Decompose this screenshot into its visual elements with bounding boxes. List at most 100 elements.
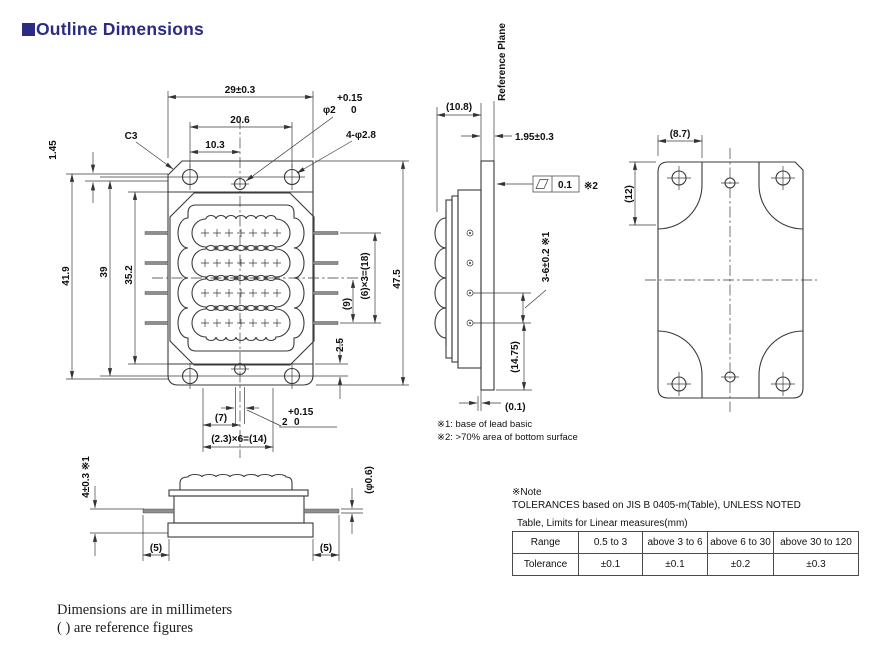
side-view: Reference Plane (10.8) 1.95±0.3 0.1 ※2 — [434, 23, 598, 413]
bottom-view: 4±0.3 ※1 (5) (5) (φ0.6) — [81, 456, 375, 561]
bottom-dome — [179, 473, 293, 491]
bottom-lead-right — [303, 508, 340, 514]
dim-lead-to-bottom: (14.75) — [496, 322, 532, 391]
dim-width-label: 29±0.3 — [225, 85, 256, 96]
note-ref2: ※2: >70% area of bottom surface — [437, 432, 578, 443]
flatness-note-ref: ※2 — [584, 181, 598, 192]
dim-lead-len-right: (5) — [312, 515, 340, 561]
dim-pocket-width-label: (8.7) — [670, 129, 691, 140]
footer-units: Dimensions are in millimeters — [57, 602, 233, 618]
dim-lip-label: 1.45 — [48, 140, 59, 160]
flatness-value: 0.1 — [558, 180, 572, 191]
chamfer-label: C3 — [125, 131, 138, 142]
side-lead-ends — [466, 229, 474, 327]
dim-row-pitch-label: (6)×3=(18) — [360, 252, 371, 299]
table-cell-range-1: 0.5 to 3 — [578, 531, 643, 554]
led-body-octagon — [169, 192, 315, 366]
dim-depth: (10.8) — [436, 102, 482, 212]
dim-pocket-height: (12) — [624, 161, 656, 226]
reference-plane-label: Reference Plane — [497, 23, 508, 101]
table-cell-tol-3: ±0.2 — [707, 553, 774, 576]
dim-hole-span: 20.6 — [189, 115, 293, 168]
side-body — [457, 189, 482, 369]
top-hole-dia: φ2 — [323, 105, 336, 116]
side-lens-profile — [434, 210, 447, 346]
flatness-symbol-icon — [535, 179, 549, 189]
dim-bottom-pitch-label: (2.3)×6=(14) — [211, 434, 267, 445]
tolerance-table-value-row: Tolerance ±0.1 ±0.1 ±0.2 ±0.3 — [512, 553, 859, 576]
bottom-hole-tol-upper: +0.15 — [288, 407, 314, 418]
dim-lead-dia-label: (φ0.6) — [364, 466, 375, 494]
bottom-hole-dia: 2 — [282, 417, 288, 428]
rear-plate-outline — [657, 161, 804, 399]
note-tolerance-line: TOLERANCES based on JIS B 0405-m(Table),… — [512, 500, 801, 511]
table-cell-range: Range — [512, 531, 579, 554]
dim-lead-len-right-label: (5) — [320, 543, 332, 554]
front-leads — [144, 231, 339, 325]
note-table-caption: Table, Limits for Linear measures(mm) — [517, 518, 688, 529]
dim-lip: 1.45 — [48, 140, 168, 203]
dim-lead-len-left: (5) — [142, 515, 170, 561]
dim-hole-span-label: 20.6 — [230, 115, 250, 126]
rear-view: (8.7) (12) — [624, 129, 817, 412]
dim-hole-half-label: 10.3 — [205, 140, 225, 151]
footer-reference: ( ) are reference figures — [57, 620, 194, 636]
dim-bottom-gap-label: 2.5 — [335, 338, 346, 352]
table-cell-tolerance: Tolerance — [512, 553, 579, 576]
dim-lead-pitch-label: 3-6±0.2 ※1 — [541, 231, 552, 282]
bottom-body — [173, 495, 305, 524]
dim-pocket-height-label: (12) — [624, 185, 635, 203]
dim-pocket-width: (8.7) — [657, 129, 703, 158]
front-plate-outline — [167, 160, 314, 386]
dim-flange-thickness: 1.95±0.3 — [461, 132, 554, 143]
front-holes — [100, 164, 348, 389]
dim-bottom-hole-offset-label: (7) — [215, 413, 227, 424]
top-hole-tol-lower: 0 — [351, 105, 357, 116]
dim-gap-label: (0.1) — [505, 402, 526, 413]
dim-row-half: (9) — [342, 279, 356, 323]
dim-lead-len-left-label: (5) — [150, 543, 162, 554]
rear-holes — [667, 166, 795, 396]
bottom-base — [167, 522, 314, 538]
led-body-scalloped — [177, 204, 305, 352]
side-flange — [480, 160, 495, 391]
dim-body-height: 35.2 — [124, 191, 168, 365]
dim-lead-height: 4±0.3 ※1 — [81, 456, 168, 556]
corner-holes-label: 4-φ2.8 — [346, 130, 376, 141]
bottom-lip — [168, 489, 309, 497]
top-hole-tol-upper: +0.15 — [337, 93, 363, 104]
page-title-text: Outline Dimensions — [36, 19, 204, 39]
dim-hole-half: 10.3 — [189, 140, 241, 155]
bottom-hole-tol-lower: 0 — [294, 417, 300, 428]
dim-total-height-label: 47.5 — [392, 269, 403, 289]
dim-total-height: 47.5 — [315, 160, 409, 386]
table-cell-range-3: above 6 to 30 — [707, 531, 774, 554]
dim-height-label: 41.9 — [61, 266, 72, 286]
dim-bottom-hole-offset: (7) — [202, 388, 241, 452]
dim-height: 41.9 — [61, 173, 168, 380]
page-title: Outline Dimensions — [22, 19, 204, 40]
bottom-hole-callout: +0.15 2 0 — [221, 387, 337, 428]
led-lens-rows — [191, 215, 291, 341]
table-cell-tol-1: ±0.1 — [578, 553, 643, 576]
dim-width: 29±0.3 — [167, 85, 314, 158]
dim-body-height-label: 35.2 — [124, 265, 135, 285]
table-cell-range-2: above 3 to 6 — [642, 531, 708, 554]
chamfer-callout: C3 — [125, 131, 174, 170]
top-hole-callout: +0.15 φ2 0 — [245, 93, 363, 182]
dim-bottom-gap: 2.5 — [315, 338, 348, 399]
dim-bottom-pitch: (2.3)×6=(14) — [202, 388, 274, 452]
dim-row-half-label: (9) — [342, 298, 353, 310]
table-cell-tol-2: ±0.1 — [642, 553, 708, 576]
dim-hole-height: 39 — [99, 180, 113, 377]
corner-holes-callout: 4-φ2.8 — [296, 130, 376, 174]
dim-lead-dia: (φ0.6) — [341, 466, 375, 534]
dim-lead-to-bottom-label: (14.75) — [510, 341, 521, 373]
note-ref1: ※1: base of lead basic — [437, 419, 533, 430]
table-cell-range-4: above 30 to 120 — [773, 531, 859, 554]
dim-flange-thickness-label: 1.95±0.3 — [515, 132, 554, 143]
flatness-callout: 0.1 ※2 — [496, 175, 598, 193]
dim-lead-pitch: 3-6±0.2 ※1 — [473, 231, 552, 324]
